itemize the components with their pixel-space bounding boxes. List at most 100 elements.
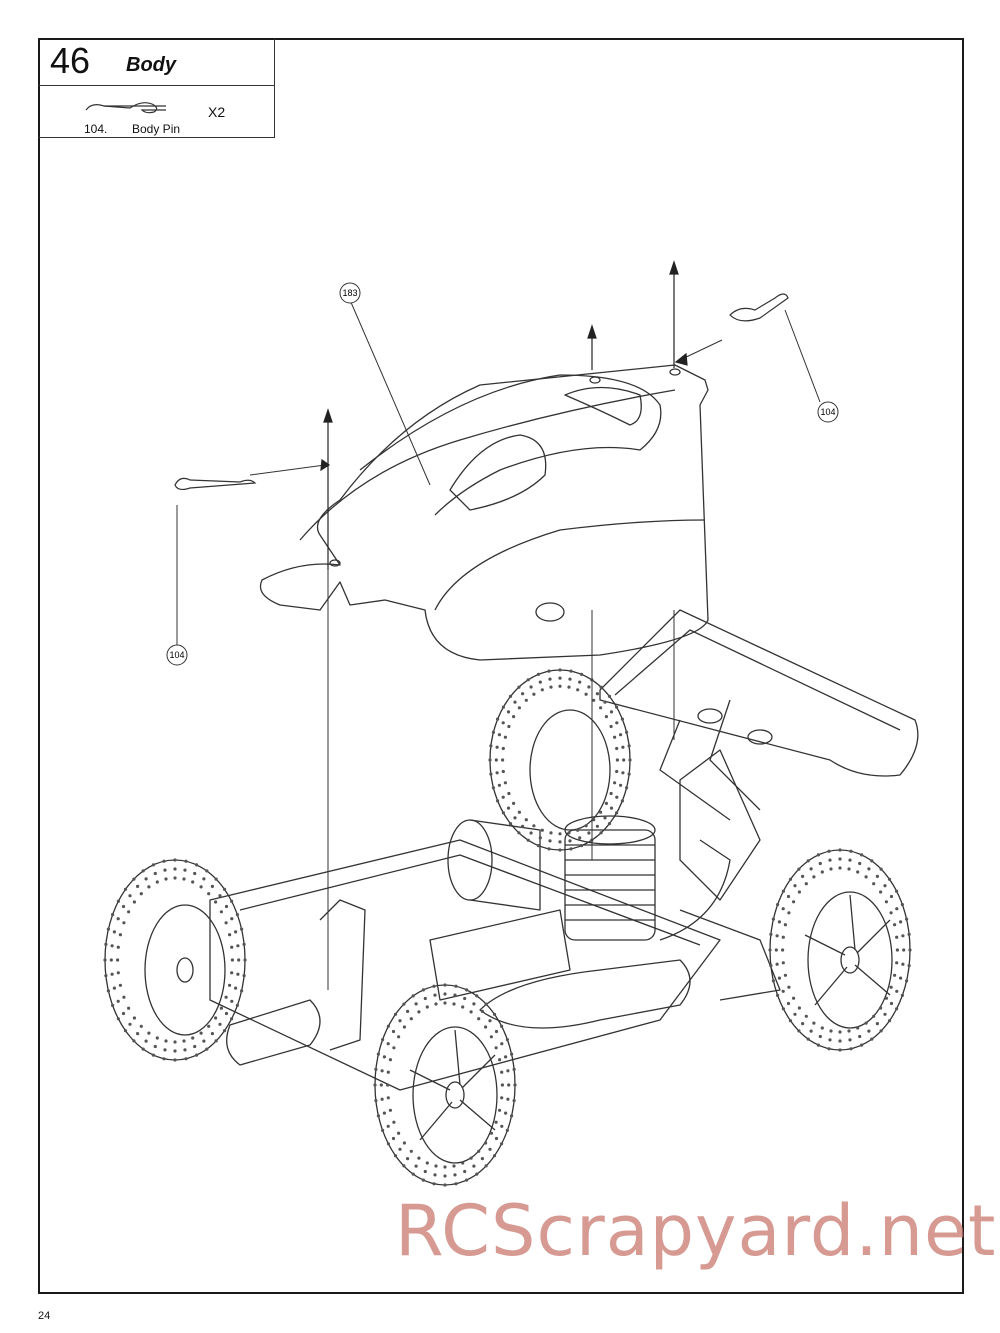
tread-dot — [506, 710, 511, 714]
tread-dot — [792, 996, 796, 1000]
tread-dot — [164, 877, 168, 881]
tread-dot — [867, 867, 871, 871]
step-number: 46 — [50, 40, 91, 81]
tread-dot — [489, 1035, 493, 1039]
tread-dot — [495, 771, 499, 775]
tread-dot — [207, 892, 211, 896]
tread-dot — [820, 1026, 824, 1030]
tread-dot — [497, 783, 501, 787]
tread-dot — [218, 894, 222, 898]
tread-dot — [548, 839, 552, 843]
tread-dot — [771, 979, 776, 983]
tread-dot — [812, 875, 816, 879]
tread-dot — [621, 745, 625, 749]
tread-dot — [153, 1044, 157, 1049]
up-arrow-icon — [587, 324, 597, 370]
tread-dot — [507, 791, 511, 796]
tread-dot — [613, 781, 617, 785]
tread-dot — [411, 1172, 415, 1176]
tread-dot — [547, 847, 551, 851]
tread-dot — [818, 1034, 822, 1039]
tread-dot — [391, 1029, 396, 1034]
body-shell — [259, 364, 709, 661]
tread-dot — [118, 983, 122, 987]
tread-dot — [402, 1025, 406, 1029]
tread-dot — [512, 1099, 516, 1103]
tread-dot — [501, 705, 505, 709]
tread-dot — [500, 1142, 504, 1146]
tread-dot — [386, 1142, 390, 1146]
tread-dot — [587, 831, 591, 835]
tread-dot — [788, 1019, 793, 1023]
tread-dot — [576, 828, 580, 832]
tread-dot — [884, 996, 889, 1000]
tread-dot — [393, 1154, 398, 1158]
tread-dot — [173, 1058, 177, 1062]
tread-dot — [121, 1011, 126, 1016]
tread-dot — [116, 899, 120, 903]
tread-dot — [603, 700, 607, 704]
body-pin-icon — [174, 477, 257, 491]
tread-dot — [240, 927, 244, 931]
tread-dot — [529, 685, 533, 689]
tread-dot — [136, 1032, 140, 1036]
tread-dot — [472, 1164, 476, 1168]
tread-dot — [549, 685, 553, 689]
tread-dot — [492, 1012, 497, 1016]
tread-dot — [627, 772, 631, 776]
tread-dot — [425, 1005, 429, 1009]
tread-dot — [388, 1108, 392, 1112]
tread-dot — [498, 1058, 502, 1062]
callout-pin-right: 104 — [817, 401, 839, 423]
tread-dot — [797, 1029, 801, 1033]
tread-dot — [901, 934, 905, 938]
tread-dot — [484, 1025, 488, 1029]
tread-dot — [461, 1005, 465, 1009]
tread-dot — [151, 1053, 155, 1057]
tread-dot — [503, 781, 507, 785]
tread-dot — [452, 1164, 456, 1168]
tread-dot — [508, 822, 513, 826]
tread-dot — [230, 899, 234, 903]
tread-dot — [497, 733, 501, 737]
tread-dot — [469, 1156, 473, 1160]
tread-dot — [879, 890, 883, 894]
tread-dot — [858, 1034, 862, 1039]
tread-dot — [860, 853, 864, 857]
tread-dot — [106, 927, 110, 931]
tread-dot — [411, 994, 415, 998]
tread-dot — [775, 934, 779, 938]
tread-dot — [908, 948, 912, 952]
tread-dot — [205, 869, 209, 873]
tread-dot — [603, 816, 607, 820]
tread-dot — [228, 933, 232, 937]
tread-dot — [132, 1016, 136, 1020]
tread-dot — [397, 1035, 401, 1039]
tread-dot — [222, 1029, 227, 1033]
tread-dot — [110, 972, 114, 976]
tread-dot — [849, 1047, 853, 1051]
tread-dot — [849, 849, 853, 853]
wheels — [104, 669, 911, 1186]
tread-dot — [397, 1131, 401, 1135]
tread-dot — [895, 989, 899, 993]
tread-dot — [793, 884, 797, 888]
tread-dot — [500, 1124, 504, 1128]
tread-dot — [382, 1055, 386, 1059]
tread-dot — [889, 911, 893, 915]
tread-dot — [386, 1083, 390, 1087]
tread-dot — [532, 692, 536, 696]
tread-dot — [147, 885, 151, 889]
tread-dot — [391, 1136, 396, 1141]
tread-dot — [184, 859, 188, 863]
tread-dot — [489, 744, 493, 748]
tread-dot — [210, 1032, 214, 1036]
step-title: Body — [126, 54, 176, 76]
tread-dot — [491, 730, 495, 734]
tread-dot — [806, 859, 810, 863]
tread-dot — [452, 1002, 456, 1006]
tread-dot — [112, 986, 116, 990]
tread-dot — [569, 669, 573, 673]
tread-dot — [768, 948, 772, 952]
tread-dot — [622, 758, 626, 762]
